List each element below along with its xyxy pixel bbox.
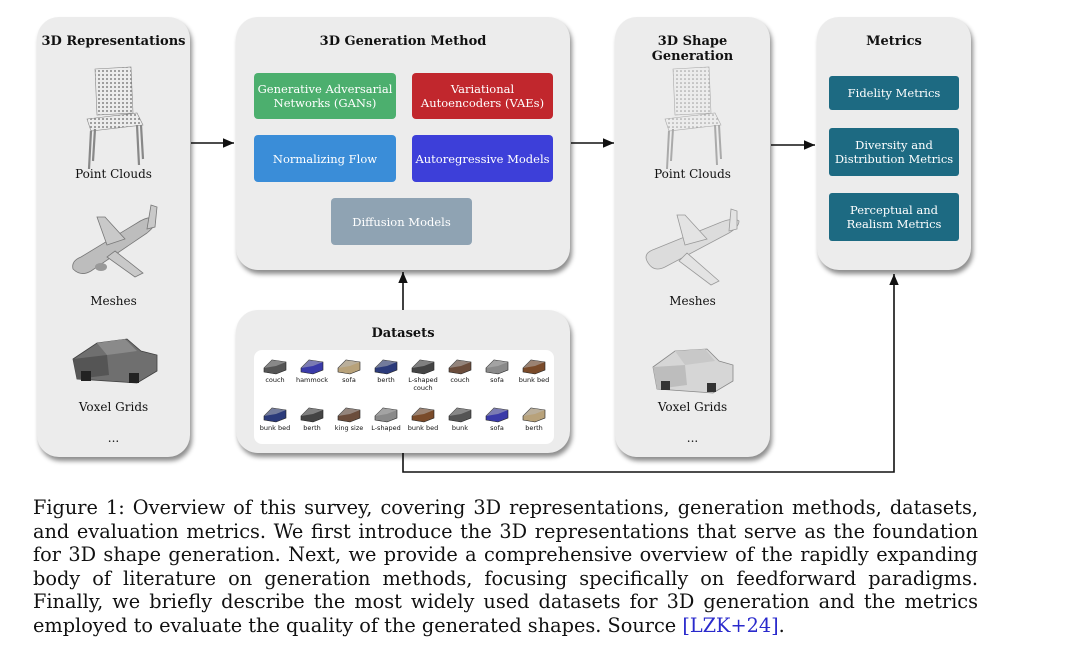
dataset-item: sofa (480, 354, 514, 384)
dataset-item-label: sofa (490, 376, 504, 384)
caption-text: Figure 1: Overview of this survey, cover… (33, 496, 978, 637)
gen-voxels-label: Voxel Grids (657, 400, 728, 414)
caption-end: . (778, 613, 785, 637)
dataset-item-label: berth (303, 424, 321, 432)
gan-box: Generative Adversarial Networks (GANs) (254, 73, 396, 119)
diversity-metrics-box: Diversity and Distribution Metrics (829, 128, 959, 176)
rep-meshes-label: Meshes (90, 294, 137, 308)
furniture-thumbnail-icon (300, 359, 324, 375)
datasets-title: Datasets (371, 326, 435, 341)
furniture-thumbnail-icon (337, 407, 361, 423)
fidelity-metrics-box: Fidelity Metrics (829, 76, 959, 110)
dataset-item: couch (258, 354, 292, 384)
furniture-thumbnail-icon (263, 359, 287, 375)
dataset-item: couch (443, 354, 477, 384)
shape-generation-title: 3D Shape Generation (651, 34, 734, 64)
rep-ellipsis: ... (107, 431, 120, 445)
dataset-item-label: L-shaped couch (408, 376, 438, 392)
furniture-thumbnail-icon (522, 359, 546, 375)
arrow-datasets-to-metrics (402, 274, 899, 473)
datasets-thumbnail-strip: couch hammock sofa berth L-shaped couch couch… (254, 350, 554, 444)
dataset-item-label: sofa (490, 424, 504, 432)
dataset-item-label: berth (377, 376, 395, 384)
airplane-mesh-output-icon (645, 208, 740, 286)
metrics-title: Metrics (866, 34, 922, 49)
chair-pointcloud-icon (86, 66, 145, 170)
gen-ellipsis: ... (686, 431, 699, 445)
furniture-thumbnail-icon (300, 407, 324, 423)
dataset-item-label: couch (265, 376, 285, 384)
dataset-item: bunk bed (406, 402, 440, 432)
dataset-item-label: sofa (342, 376, 356, 384)
dataset-item-label: L-shaped (371, 424, 401, 432)
dataset-item: sofa (332, 354, 366, 384)
dataset-item: berth (517, 402, 551, 432)
furniture-thumbnail-icon (448, 359, 472, 375)
dataset-item: L-shaped couch (406, 354, 440, 392)
furniture-thumbnail-icon (448, 407, 472, 423)
dataset-item: bunk bed (258, 402, 292, 432)
furniture-thumbnail-icon (374, 359, 398, 375)
representations-title: 3D Representations (41, 34, 186, 49)
dataset-item: bunk bed (517, 354, 551, 384)
dataset-item: hammock (295, 354, 329, 384)
dataset-item-label: bunk bed (407, 424, 439, 432)
airplane-mesh-icon (72, 204, 158, 278)
dataset-item: berth (369, 354, 403, 384)
gen-pointclouds-label: Point Clouds (654, 167, 731, 181)
vae-box: Variational Autoencoders (VAEs) (412, 73, 553, 119)
representations-panel: 3D Representations Point Clouds Meshes V… (37, 17, 190, 457)
furniture-thumbnail-icon (485, 407, 509, 423)
furniture-thumbnail-icon (485, 359, 509, 375)
furniture-thumbnail-icon (522, 407, 546, 423)
perceptual-metrics-box: Perceptual and Realism Metrics (829, 193, 959, 241)
furniture-thumbnail-icon (411, 359, 435, 375)
gen-meshes-label: Meshes (669, 294, 716, 308)
methods-title: 3D Generation Method (319, 34, 487, 49)
dataset-item-label: king size (334, 424, 364, 432)
dataset-item-label: hammock (295, 376, 329, 384)
furniture-thumbnail-icon (263, 407, 287, 423)
dataset-item: berth (295, 402, 329, 432)
dataset-item-label: bunk bed (518, 376, 550, 384)
citation-link[interactable]: [LZK+24] (682, 613, 779, 637)
car-voxel-icon (72, 338, 158, 384)
metrics-panel: Metrics Fidelity Metrics Diversity and D… (817, 17, 971, 270)
diffusion-box: Diffusion Models (331, 198, 472, 245)
dataset-item: bunk (443, 402, 477, 432)
furniture-thumbnail-icon (411, 407, 435, 423)
methods-panel: 3D Generation Method Generative Adversar… (236, 17, 570, 270)
flow-box: Normalizing Flow (254, 135, 396, 182)
car-voxel-output-icon (652, 348, 734, 394)
dataset-item-label: couch (450, 376, 470, 384)
figure-caption: Figure 1: Overview of this survey, cover… (33, 496, 978, 638)
shape-generation-panel: 3D Shape Generation Point Clouds Meshes … (615, 17, 770, 457)
chair-pointcloud-output-icon (664, 66, 722, 170)
dataset-item: L-shaped (369, 402, 403, 432)
dataset-item: sofa (480, 402, 514, 432)
dataset-item-label: bunk bed (259, 424, 291, 432)
autoregressive-box: Autoregressive Models (412, 135, 553, 182)
dataset-item-label: berth (525, 424, 543, 432)
dataset-item: king size (332, 402, 366, 432)
furniture-thumbnail-icon (337, 359, 361, 375)
rep-pointclouds-label: Point Clouds (75, 167, 152, 181)
dataset-item-label: bunk (451, 424, 469, 432)
rep-voxels-label: Voxel Grids (78, 400, 149, 414)
furniture-thumbnail-icon (374, 407, 398, 423)
